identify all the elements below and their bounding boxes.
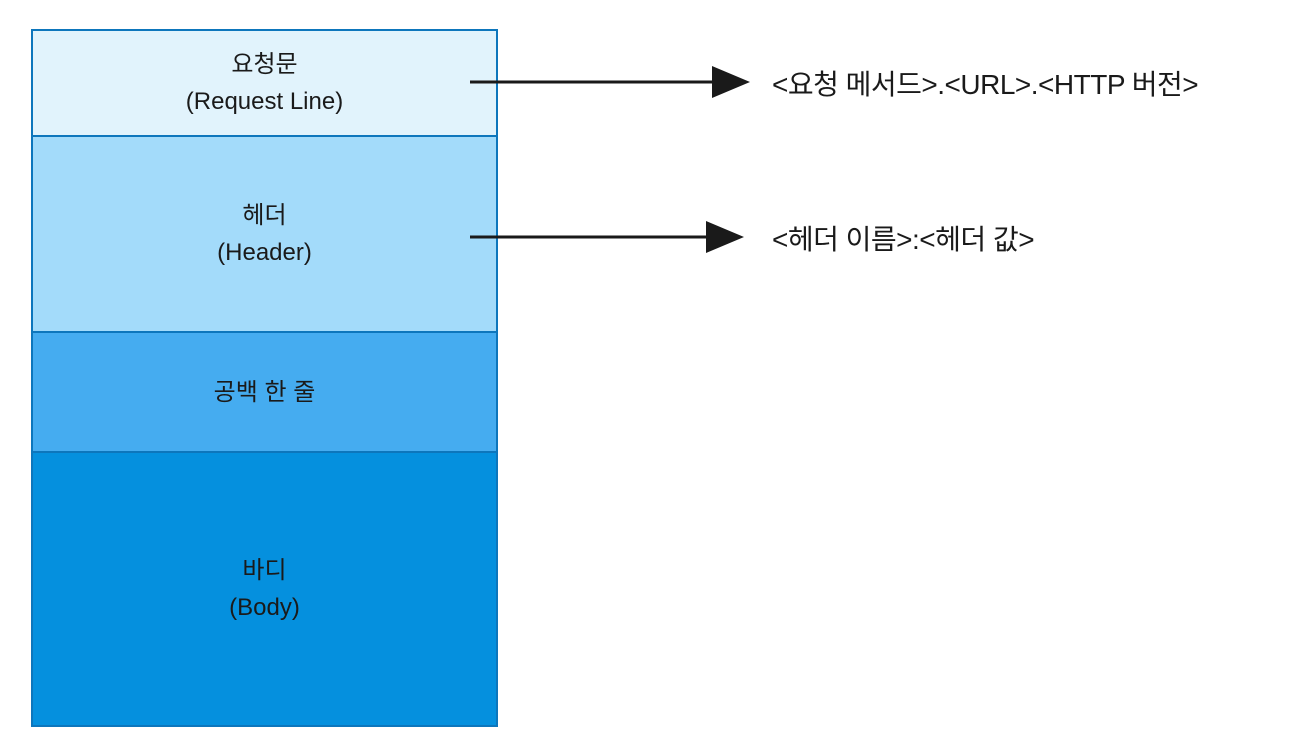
stack-section-request-line: 요청문 (Request Line): [33, 31, 496, 137]
section-title-korean: 공백 한 줄: [213, 378, 316, 406]
section-title-korean: 바디: [242, 557, 287, 584]
arrowhead-icon: [706, 221, 744, 253]
stack-section-body: 바디 (Body): [33, 453, 496, 725]
annotation-request-line-format: <요청 메서드>.<URL>.<HTTP 버전>: [772, 69, 1199, 100]
arrow-request-line: [470, 66, 750, 98]
section-subtitle-english: (Header): [217, 239, 312, 266]
stack-section-blank-line: 공백 한 줄: [33, 333, 496, 453]
stack-section-header: 헤더 (Header): [33, 137, 496, 333]
http-request-structure-stack: 요청문 (Request Line) 헤더 (Header) 공백 한 줄 바디…: [31, 29, 498, 727]
arrow-header: [470, 221, 744, 253]
section-subtitle-english: (Request Line): [185, 88, 344, 115]
arrowhead-icon: [712, 66, 750, 98]
section-title-korean: 요청문: [231, 51, 298, 78]
annotation-header-format: <헤더 이름>:<헤더 값>: [772, 224, 1035, 255]
section-subtitle-english: (Body): [229, 594, 300, 621]
section-title-korean: 헤더: [242, 202, 287, 229]
